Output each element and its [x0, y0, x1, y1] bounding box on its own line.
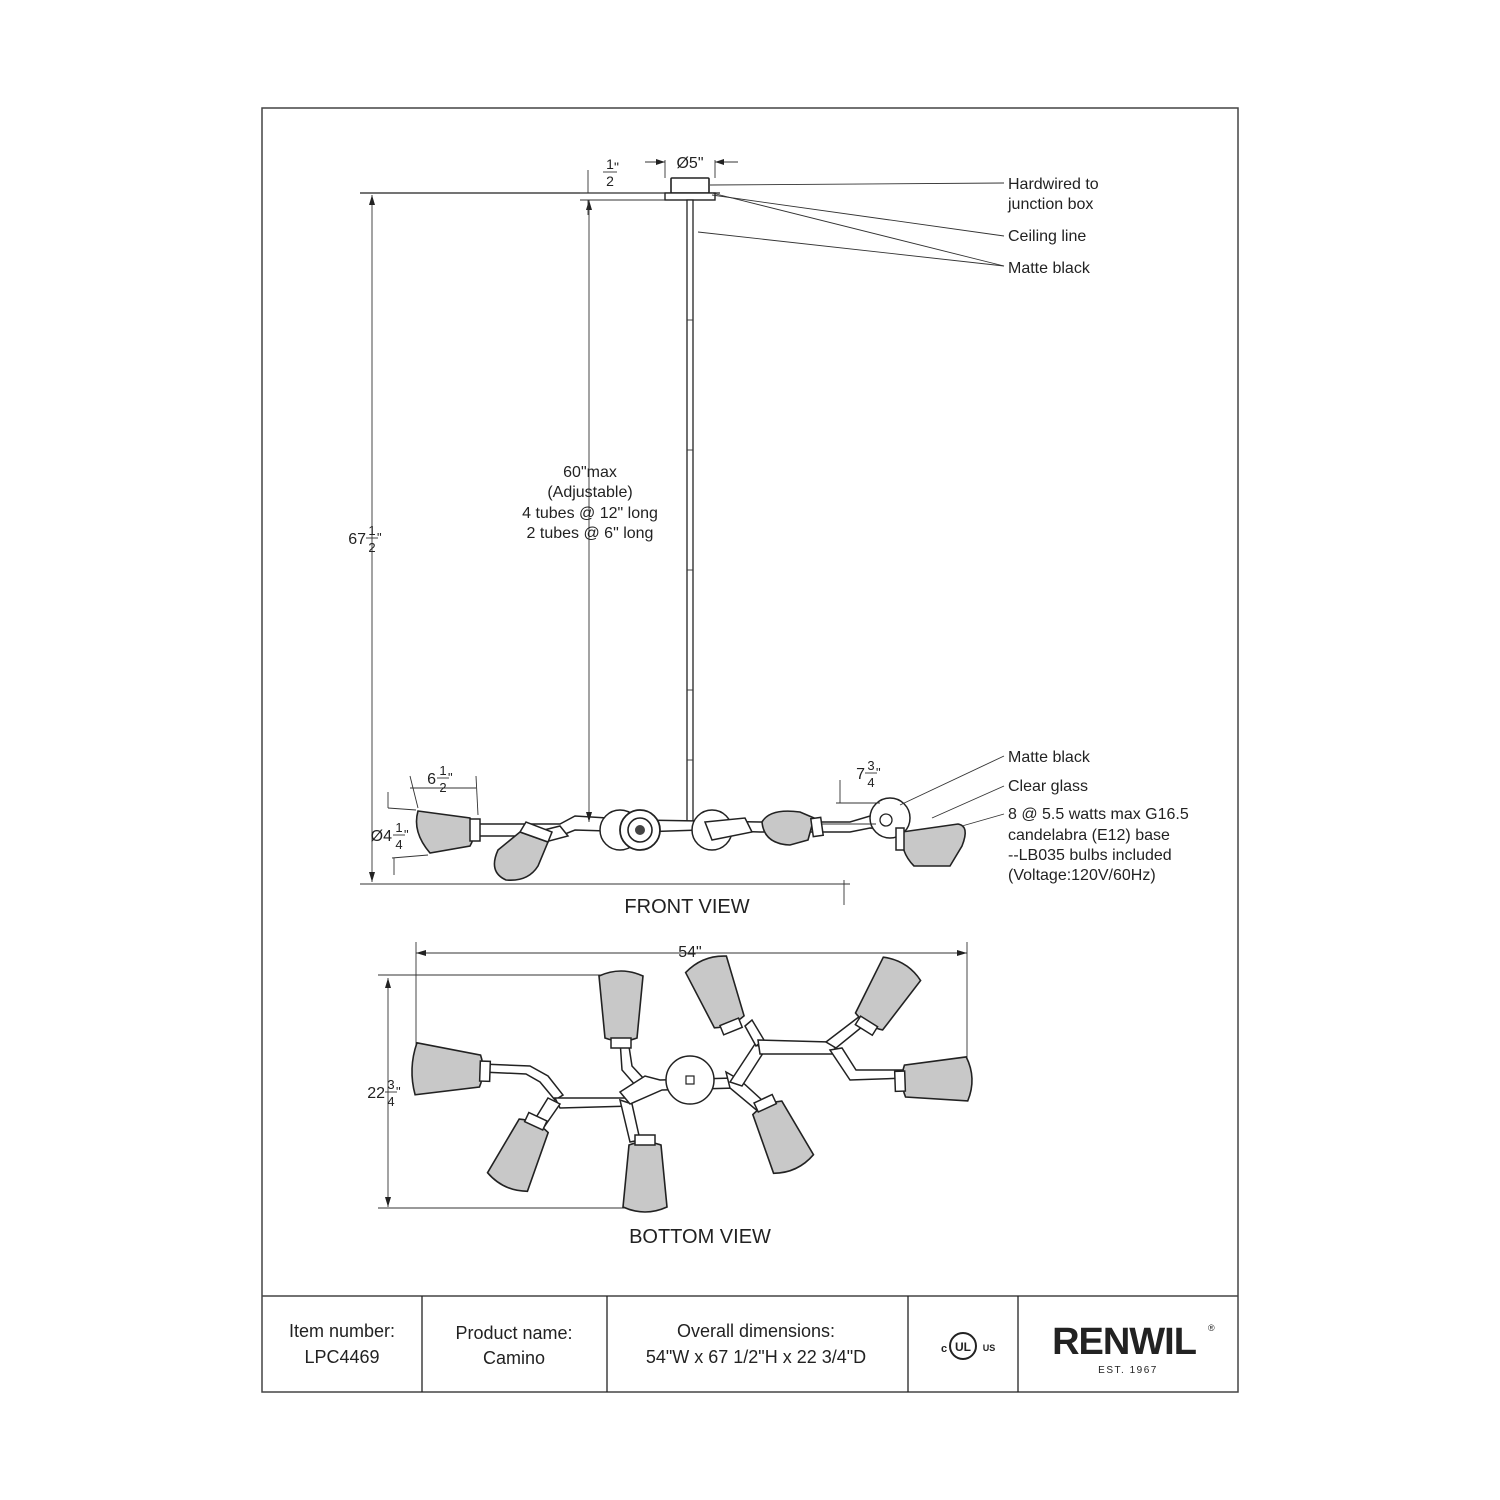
shade-length-whole: 6	[427, 771, 436, 788]
front-shade-left	[493, 821, 553, 882]
callout-bulb-line1: 8 @ 5.5 watts max G16.5	[1008, 806, 1189, 823]
svg-text:US: US	[983, 1343, 996, 1353]
bottom-shade-8	[893, 1056, 973, 1102]
front-view-labels: Ø5" 1 2 " 67 1 2 " 60"max (Adjustable) 4…	[348, 155, 1189, 918]
bottom-shade-4	[622, 1134, 668, 1213]
svg-text:c: c	[941, 1343, 947, 1355]
stem-label-line1: 60"max	[563, 464, 617, 481]
callout-bulb-line2: candelabra (E12) base	[1008, 827, 1170, 844]
canopy-height-unit: "	[614, 159, 619, 175]
front-shade-far-left	[415, 810, 481, 854]
front-shade-center-right	[761, 810, 825, 846]
brand-name: RENWIL	[1052, 1321, 1197, 1363]
shade-diameter-den: 4	[395, 837, 402, 852]
callout-hardwired-line2: junction box	[1007, 196, 1093, 213]
svg-text:UL: UL	[955, 1340, 971, 1354]
arm-height-whole: 7	[856, 766, 865, 783]
shade-diameter-whole: Ø4	[371, 828, 392, 845]
product-name-value: Camino	[483, 1348, 545, 1368]
depth-den: 4	[387, 1094, 394, 1109]
stem-label-line2: (Adjustable)	[547, 484, 632, 501]
brand-registered: ®	[1208, 1323, 1215, 1333]
shade-length-num: 1	[439, 763, 446, 778]
callout-ceiling-line: Ceiling line	[1008, 228, 1086, 245]
stem-label-line4: 2 tubes @ 6" long	[527, 525, 654, 542]
bottom-shade-2	[598, 970, 644, 1049]
depth-whole: 22	[367, 1085, 385, 1102]
bottom-view-title: BOTTOM VIEW	[629, 1226, 771, 1248]
bottom-shade-7	[854, 956, 922, 1037]
item-number-value: LPC4469	[304, 1347, 379, 1367]
stem-label-line3: 4 tubes @ 12" long	[522, 505, 658, 522]
shade-length-unit: "	[448, 770, 453, 785]
overall-dimensions-value: 54"W x 67 1/2"H x 22 3/4"D	[646, 1347, 866, 1367]
callout-glass: Clear glass	[1008, 778, 1088, 795]
arm-height-num: 3	[867, 758, 874, 773]
cul-us-certification-icon: c UL US	[941, 1332, 996, 1360]
depth-num: 3	[387, 1077, 394, 1092]
depth-unit: "	[396, 1084, 401, 1099]
overall-dimensions-label: Overall dimensions:	[677, 1321, 835, 1341]
shade-diameter-num: 1	[395, 820, 402, 835]
overall-height-den: 2	[368, 540, 375, 555]
callout-bulb-line3: --LB035 bulbs included	[1008, 847, 1172, 864]
renwil-logo: RENWIL ® EST. 1967	[1052, 1321, 1215, 1376]
width-label: 54"	[678, 944, 701, 961]
canopy-height-num: 1	[606, 156, 614, 172]
front-view-title: FRONT VIEW	[624, 896, 749, 918]
bottom-view-labels: 54" 22 3 4 " BOTTOM VIEW	[367, 944, 771, 1248]
bottom-shade-3	[486, 1111, 550, 1193]
title-block: Item number: LPC4469 Product name: Camin…	[289, 1296, 1215, 1392]
overall-height-whole: 67	[348, 531, 366, 548]
bottom-shade-6	[751, 1093, 815, 1175]
callout-finish-top: Matte black	[1008, 260, 1091, 277]
stem	[686, 199, 694, 823]
overall-height-num: 1	[368, 523, 375, 538]
arm-height-den: 4	[867, 775, 874, 790]
arm-height-unit: "	[876, 765, 881, 780]
canopy	[670, 177, 710, 194]
shade-diameter-unit: "	[404, 827, 409, 842]
canopy-diameter-label: Ø5"	[676, 155, 703, 172]
canopy-height-den: 2	[606, 173, 614, 189]
callout-finish-body: Matte black	[1008, 749, 1091, 766]
bottom-shade-1	[411, 1041, 492, 1096]
canopy-plate	[664, 192, 716, 201]
product-name-label: Product name:	[455, 1323, 572, 1343]
shade-length-den: 2	[439, 780, 446, 795]
sheet-border	[261, 107, 1239, 1393]
front-view	[360, 159, 1005, 905]
brand-established: EST. 1967	[1098, 1365, 1158, 1376]
bottom-view	[378, 942, 973, 1213]
bottom-shade-5	[684, 955, 745, 1036]
callout-hardwired-line1: Hardwired to	[1008, 176, 1099, 193]
item-number-label: Item number:	[289, 1321, 395, 1341]
callout-bulb-line4: (Voltage:120V/60Hz)	[1008, 867, 1156, 884]
overall-height-unit: "	[377, 530, 382, 545]
